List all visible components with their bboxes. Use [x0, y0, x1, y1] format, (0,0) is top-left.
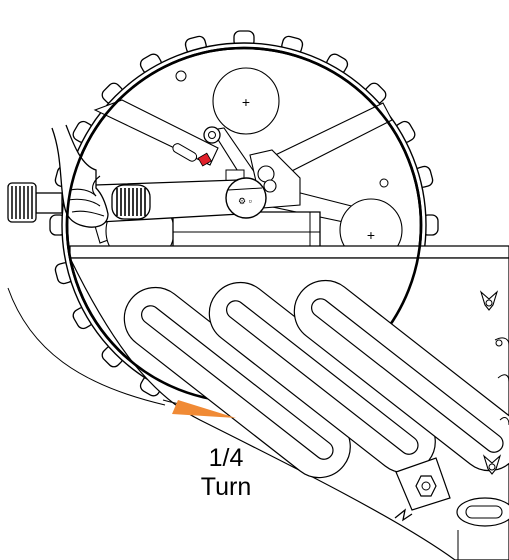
- svg-text:+: +: [242, 94, 250, 110]
- lower-housing: [65, 46, 509, 560]
- hand-icon: [51, 124, 109, 228]
- ratchet-wrench-icon: ⚙ ▫: [7, 177, 267, 223]
- latch-red-marker: [197, 152, 212, 167]
- turn-instruction: 1/4 Turn: [186, 444, 266, 502]
- turn-word-label: Turn: [200, 473, 252, 501]
- turn-fraction-label: 1/4: [208, 444, 244, 472]
- housing-outline: [7, 287, 166, 406]
- base-plate: [69, 245, 509, 259]
- svg-text:+: +: [367, 227, 375, 243]
- svg-text:⚙ ▫: ⚙ ▫: [238, 196, 252, 206]
- wheel-hub-top: [212, 67, 280, 135]
- wing-nut-icon: [482, 454, 502, 475]
- wing-nut-icon: [479, 290, 499, 311]
- orange-turn-arrow-icon: [162, 399, 236, 418]
